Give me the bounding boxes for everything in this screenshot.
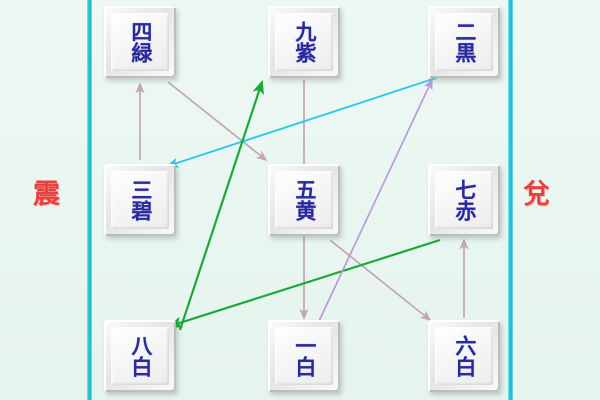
tile-label: 一白 bbox=[292, 335, 317, 377]
tile-cell-9[interactable]: 九紫 bbox=[268, 6, 340, 78]
tile-label: 六白 bbox=[452, 335, 477, 377]
trigram-label-left: 震 bbox=[33, 179, 60, 210]
tile-cell-1[interactable]: 一白 bbox=[268, 320, 340, 392]
trigram-label-right: 兌 bbox=[523, 179, 550, 210]
tile-cell-4[interactable]: 四緑 bbox=[104, 6, 176, 78]
tile-label: 三碧 bbox=[128, 179, 153, 221]
right-rail-divider bbox=[508, 0, 513, 400]
tile-label: 二黒 bbox=[452, 21, 477, 63]
arrow-8-to-9 bbox=[178, 79, 264, 331]
tile-label: 九紫 bbox=[292, 21, 317, 63]
arrow-7-to-8 bbox=[167, 238, 441, 329]
tile-cell-6[interactable]: 六白 bbox=[428, 320, 500, 392]
tile-cell-7[interactable]: 七赤 bbox=[428, 164, 500, 236]
tile-cell-2[interactable]: 二黒 bbox=[428, 6, 500, 78]
arrow-5-to-6 bbox=[329, 239, 432, 322]
tile-cell-8[interactable]: 八白 bbox=[104, 320, 176, 392]
tile-cell-5[interactable]: 五黄 bbox=[268, 164, 340, 236]
arrow-1-to-2 bbox=[311, 78, 433, 337]
tile-label: 五黄 bbox=[292, 179, 317, 221]
arrow-4-to-5 bbox=[167, 81, 268, 162]
tile-label: 八白 bbox=[128, 335, 153, 377]
tile-label: 七赤 bbox=[452, 179, 477, 221]
tile-cell-3[interactable]: 三碧 bbox=[104, 164, 176, 236]
tile-label: 四緑 bbox=[128, 21, 153, 63]
arrow-2-to-3 bbox=[166, 77, 437, 168]
left-rail-divider bbox=[87, 0, 92, 400]
